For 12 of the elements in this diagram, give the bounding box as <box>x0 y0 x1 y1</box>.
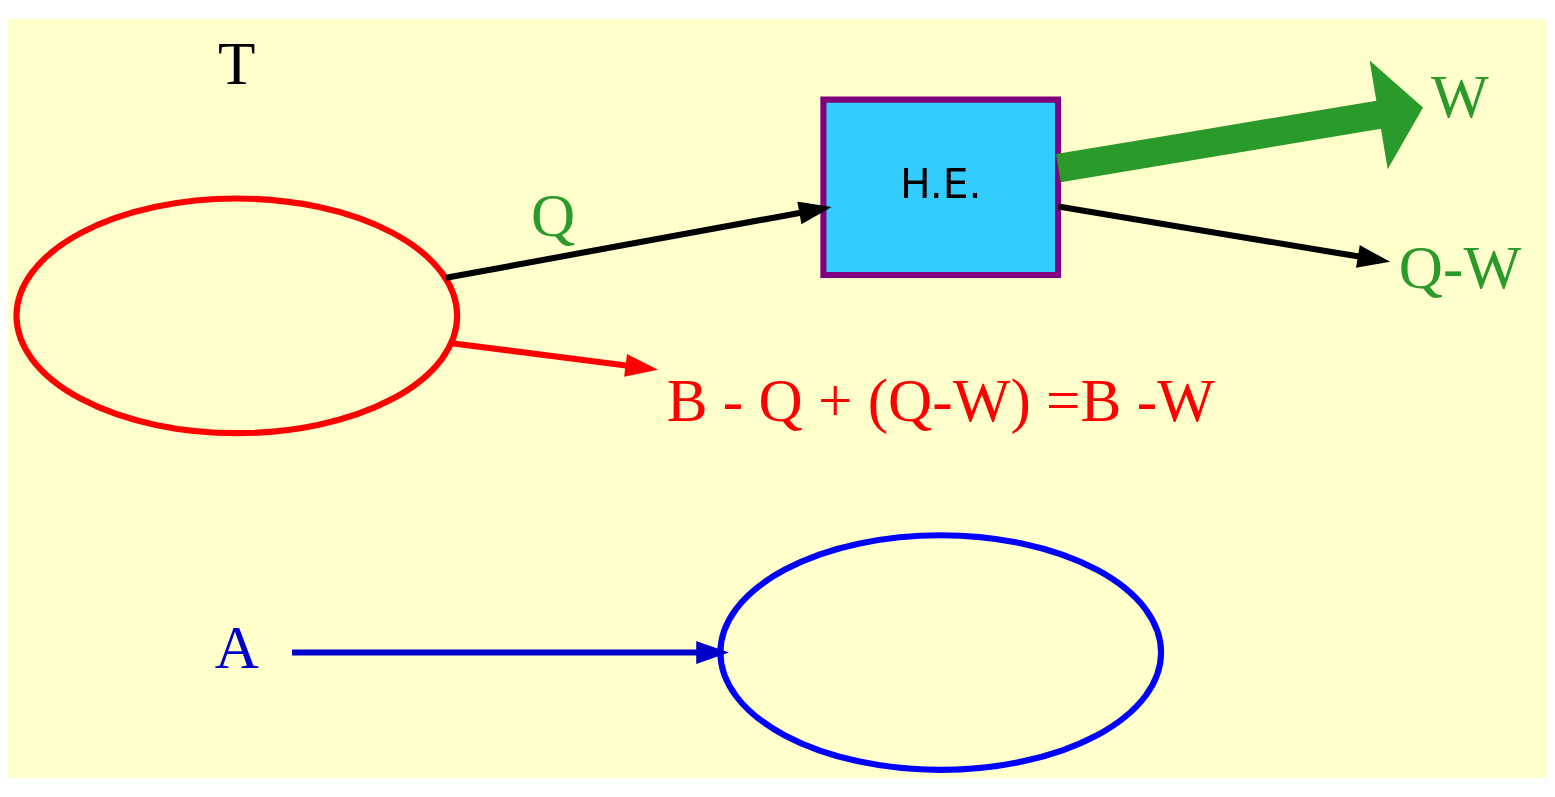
node-text: B - Q + (Q-W) =B -W <box>666 365 1215 434</box>
node-ellipse <box>717 532 1165 773</box>
node-text: W <box>1431 61 1489 130</box>
node-box: H.E. <box>820 96 1062 279</box>
arrow <box>1057 203 1391 268</box>
node-text: A <box>214 612 259 681</box>
node-ellipse <box>13 195 461 437</box>
arrow <box>451 340 658 377</box>
edge-label: Q <box>530 181 576 250</box>
arrow <box>445 201 832 281</box>
label: T <box>218 29 256 98</box>
node-text: Q-W <box>1398 233 1522 302</box>
